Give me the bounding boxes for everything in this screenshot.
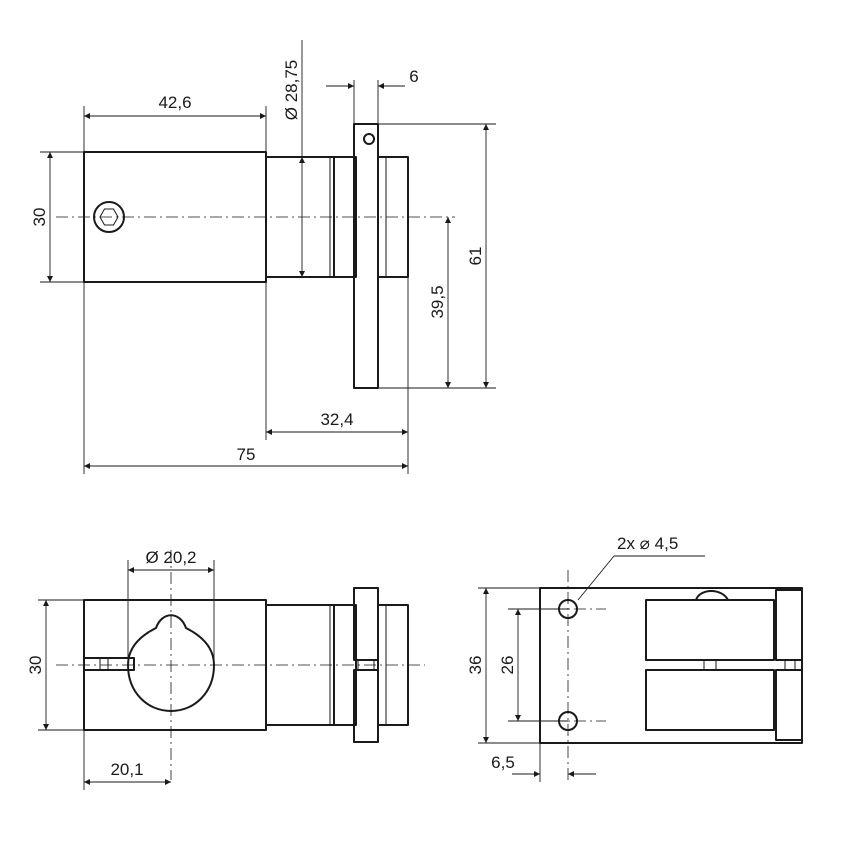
- dim-bore-diameter: Ø 20,2: [145, 548, 196, 567]
- side-screw-head: [695, 590, 729, 601]
- side-strip-top: [775, 589, 803, 661]
- dim-bore-offset: 20,1: [110, 760, 143, 779]
- dim-neck-diameter: Ø 28,75: [282, 60, 301, 121]
- front-view: Ø 20,2 30 20,1: [26, 548, 425, 790]
- top-ring: [333, 156, 357, 278]
- dim-neck-to-end: 32,4: [320, 410, 353, 429]
- side-strip-bottom: [775, 669, 803, 741]
- dim-center-to-bottom: 39,5: [428, 285, 447, 318]
- dim-hole-spacing: 26: [498, 656, 517, 675]
- front-lever-top: [353, 587, 379, 661]
- top-view: 42,6 Ø 28,75 6 30 61 39,5 32,4 75: [30, 40, 496, 474]
- dim-body-width: 42,6: [158, 93, 191, 112]
- lever-pin-hole: [363, 133, 375, 145]
- dim-side-height: 36: [466, 656, 485, 675]
- front-ring: [333, 604, 357, 726]
- dim-lever-thickness: 6: [409, 67, 418, 86]
- top-lever: [353, 123, 379, 389]
- front-lever-bottom: [353, 669, 379, 743]
- dim-hole-offset: 6,5: [491, 753, 515, 772]
- dim-hole-callout: 2x ⌀ 4,5: [617, 534, 678, 553]
- side-view: 2x ⌀ 4,5 36 26 6,5: [466, 534, 803, 782]
- side-block-bottom: [645, 669, 775, 731]
- dim-front-height: 30: [26, 656, 45, 675]
- dim-total-height: 61: [466, 247, 485, 266]
- dim-total-length: 75: [237, 445, 256, 464]
- dim-body-height: 30: [30, 208, 49, 227]
- side-plate: [539, 587, 803, 744]
- side-block-top: [645, 599, 775, 661]
- front-slot: [83, 657, 135, 671]
